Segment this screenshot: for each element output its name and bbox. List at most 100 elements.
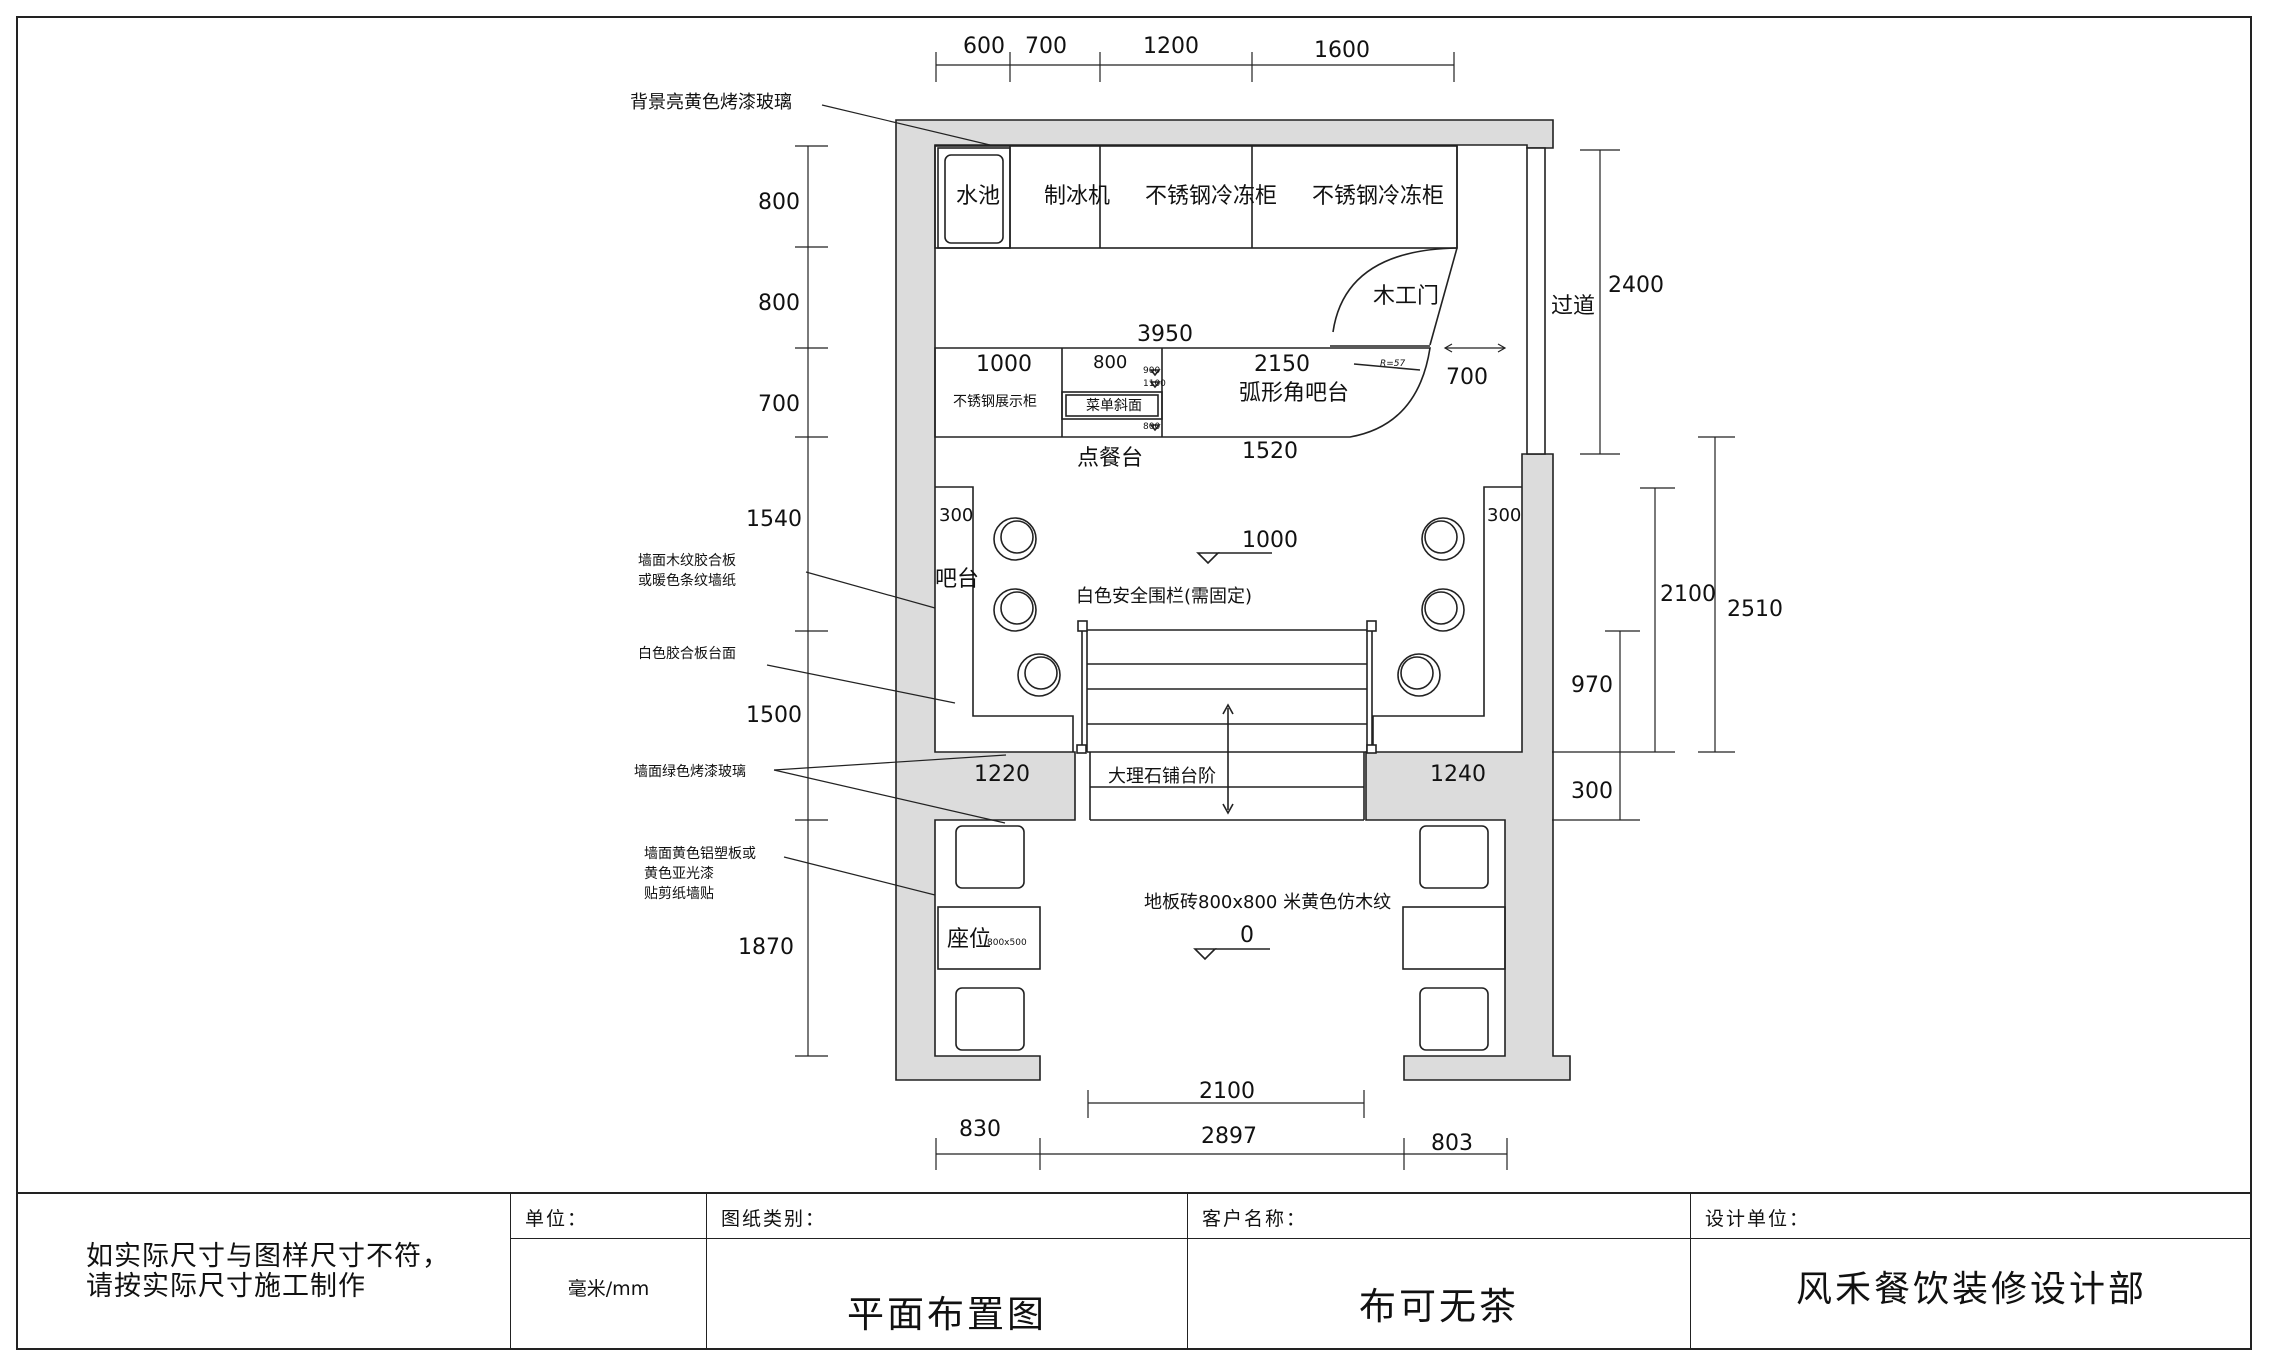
note-line-1: 如实际尺寸与图样尺寸不符， [86,1241,450,1272]
dim-1220: 1220 [974,762,1030,787]
callout-white-top: 白色胶合板台面 [638,645,736,662]
client-heading: 客户名称： [1202,1208,1308,1230]
dim-700: 700 [1025,34,1067,59]
dim-inner-text: 3950 1000 800 2150 700 1520 300 300 1220… [939,322,1521,787]
seat [1419,825,1489,889]
label-railing: 白色安全围栏(需固定) [1076,586,1252,607]
callout-green-glass: 墙面绿色烤漆玻璃 [634,763,746,780]
label-floor-tile: 地板砖800x800 米黄色仿木纹 [1144,892,1391,913]
plan-labels: 水池 制冰机 不锈钢冷冻柜 不锈钢冷冻柜 木工门 过道 不锈钢展示柜 菜单斜面 … [935,184,1595,952]
construction-note: 如实际尺寸与图样尺寸不符， 请按实际尺寸施工制作 [86,1242,450,1302]
dim-800: 800 [1093,352,1127,373]
dim-left-1540: 1540 [746,507,802,532]
bar-stools [993,517,1465,697]
drawing-type-heading: 图纸类别： [721,1208,827,1230]
stool [1421,588,1465,632]
elevation-text: 1000 0 [1240,528,1298,948]
dim-top [935,52,1455,82]
dim-1200: 1200 [1143,34,1199,59]
dim-right [1552,149,1735,821]
dim-right-2400: 2400 [1608,273,1664,298]
label-corridor: 过道 [1551,294,1595,319]
dim-right-970: 970 [1571,673,1613,698]
left-bar [935,486,1074,752]
stool [1017,653,1061,697]
designer-heading: 设计单位： [1705,1208,1811,1230]
label-menu-slope: 菜单斜面 [1086,398,1142,414]
wood-door [1330,247,1458,347]
dim-mini-900: 900 [1143,366,1160,376]
dim-300-left: 300 [939,505,973,526]
dim-left-800b: 800 [758,291,800,316]
dim-right-text: 2400 2100 2510 970 300 [1571,273,1783,804]
title-block: 如实际尺寸与图样尺寸不符， 请按实际尺寸施工制作 单位： 毫米/mm 图纸类别：… [16,1192,2252,1350]
right-wall [1365,453,1571,1081]
dim-600: 600 [963,34,1005,59]
dim-right-2100: 2100 [1660,582,1716,607]
railing [1076,620,1377,754]
dim-left-text: 800 800 700 1540 1500 1870 [738,190,802,960]
floor-plan: 600 700 1200 1600 800 800 700 1540 1500 … [630,34,1783,1170]
drawing-type-value: 平面布置图 [847,1293,1047,1336]
dim-bottom [935,1090,1508,1170]
back-counter [934,145,1458,346]
dim-top-text: 600 700 1200 1600 [963,34,1370,63]
dim-bottom-803: 803 [1431,1131,1473,1156]
label-sink: 水池 [956,184,1000,209]
unit-heading: 单位： [525,1208,589,1230]
callout-wall-wood-1: 墙面木纹胶合板 [638,552,736,569]
dim-right-2510: 2510 [1727,597,1783,622]
door-gap-arrow [1443,343,1507,353]
dim-1240: 1240 [1430,762,1486,787]
right-bar [1372,486,1522,752]
front-counter [934,347,1431,438]
unit-value: 毫米/mm [567,1278,650,1300]
dim-2150: 2150 [1254,352,1310,377]
callout-yellow-2: 黄色亚光漆 [644,865,714,882]
callout-yellow-1: 墙面黄色铝塑板或 [644,845,756,862]
dim-1600: 1600 [1314,38,1370,63]
stool [1421,517,1465,561]
elevation-marks [1149,369,1272,961]
callout-wall-wood-2: 或暖色条纹墙纸 [638,572,736,589]
callout-bg-glass: 背景亮黄色烤漆玻璃 [630,92,792,113]
label-wood-door: 木工门 [1373,284,1439,309]
seat [955,987,1025,1051]
sink [937,147,1011,249]
dim-left-800a: 800 [758,190,800,215]
dim-bottom-830: 830 [959,1117,1001,1142]
dim-1520: 1520 [1242,439,1298,464]
dim-mini-1100: 1100 [1143,379,1166,389]
label-order-counter: 点餐台 [1077,446,1143,471]
note-line-2: 请按实际尺寸施工制作 [86,1271,366,1302]
label-seat: 座位 [947,927,991,952]
elevation-1000: 1000 [1242,528,1298,553]
callout-yellow-3: 贴剪纸墙贴 [644,886,714,902]
label-freezer-2: 不锈钢冷冻柜 [1312,184,1444,209]
seats [937,825,1506,1051]
corridor-post [1526,147,1546,455]
dim-right-300: 300 [1571,779,1613,804]
dim-300-right: 300 [1487,505,1521,526]
dim-3950: 3950 [1137,322,1193,347]
stool [993,517,1037,561]
dim-bottom-2897: 2897 [1201,1124,1257,1149]
unit-cell: 单位： 毫米/mm [510,1194,706,1348]
dim-radius: R=57 [1380,359,1406,369]
walls [895,119,1571,1081]
leaders [766,104,1007,896]
seat [1419,987,1489,1051]
dim-bottom-2100: 2100 [1199,1079,1255,1104]
seat-bench [1402,906,1506,970]
dim-left-700: 700 [758,392,800,417]
label-curved-bar: 弧形角吧台 [1239,381,1349,406]
designer-cell: 设计单位： 风禾餐饮装修设计部 [1690,1194,2252,1348]
elevation-0: 0 [1240,923,1254,948]
marble-steps [1087,629,1367,821]
client-cell: 客户名称： 布可无茶 [1187,1194,1690,1348]
label-seat-size: 800x500 [987,938,1027,948]
seat [955,825,1025,889]
label-display-cabinet: 不锈钢展示柜 [953,394,1037,410]
dim-left-1500: 1500 [746,703,802,728]
drawing-type-cell: 图纸类别： 平面布置图 [706,1194,1187,1348]
